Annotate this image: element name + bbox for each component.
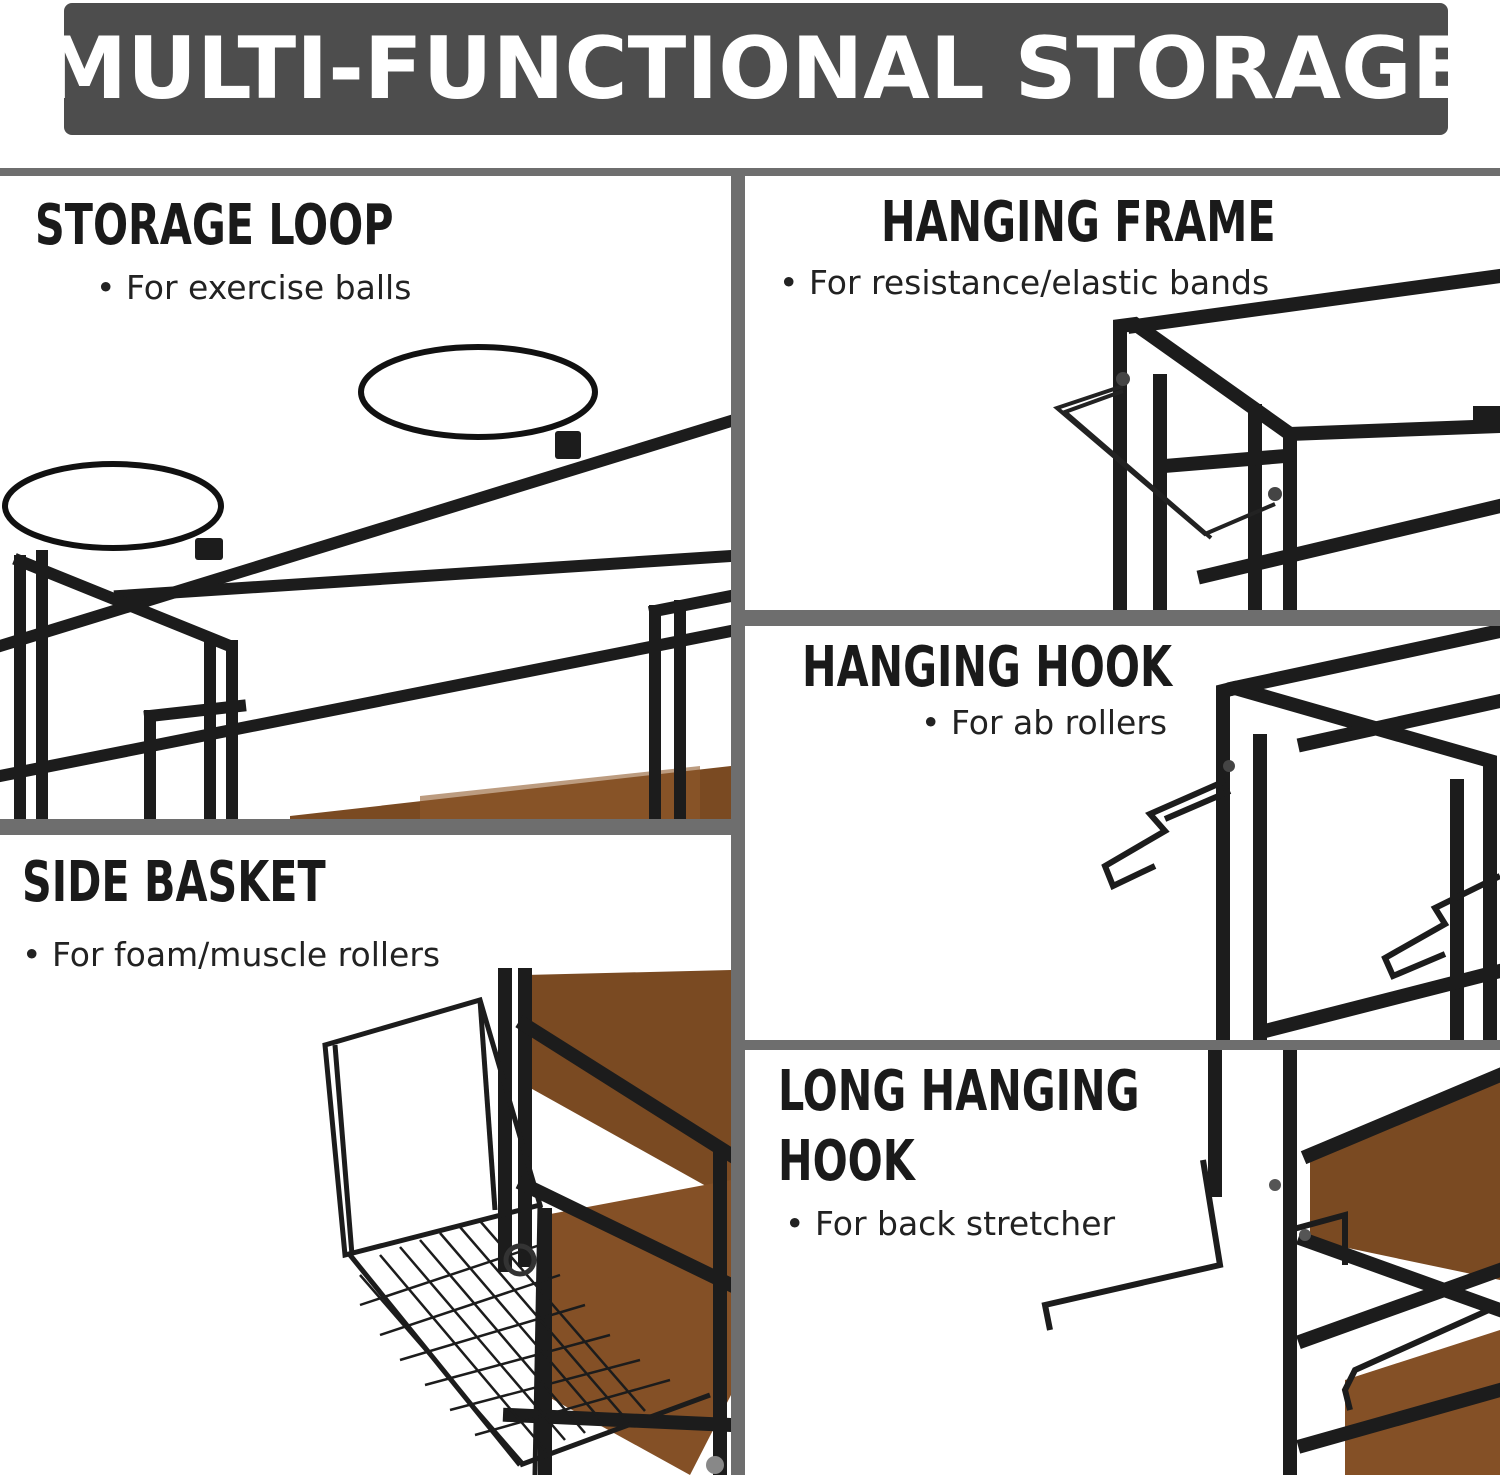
- storage-loop-subtitle: • For exercise balls: [96, 268, 412, 307]
- hanging-hook-illustration: [1101, 626, 1500, 1040]
- long-hanging-hook-title-line1: LONG HANGING: [778, 1059, 1140, 1124]
- panel-long-hanging-hook: LONG HANGING HOOK • For back stretcher: [745, 1050, 1500, 1475]
- panel-side-basket: SIDE BASKET • For foam/muscle rollers: [0, 835, 731, 1475]
- title-banner: MULTI-FUNCTIONAL STORAGE: [42, 3, 1470, 135]
- side-basket-title: SIDE BASKET: [22, 850, 326, 915]
- side-basket-subtitle: • For foam/muscle rollers: [22, 935, 441, 974]
- hanging-frame-title: HANGING FRAME: [881, 190, 1276, 255]
- storage-loop-title: STORAGE LOOP: [35, 193, 394, 258]
- panel-hanging-hook: HANGING HOOK • For ab rollers: [745, 626, 1500, 1040]
- long-hanging-hook-subtitle: • For back stretcher: [785, 1204, 1116, 1243]
- hanging-hook-title: HANGING HOOK: [802, 635, 1173, 700]
- page-title: MULTI-FUNCTIONAL STORAGE: [41, 19, 1471, 119]
- hanging-hook-subtitle: • For ab rollers: [921, 703, 1168, 742]
- long-hanging-hook-illustration: [1041, 1050, 1500, 1475]
- side-basket-illustration: [322, 968, 731, 1475]
- hanging-frame-subtitle: • For resistance/elastic bands: [779, 263, 1270, 302]
- panel-storage-loop: STORAGE LOOP • For exercise balls: [0, 176, 731, 819]
- hanging-frame-illustration: [1053, 268, 1500, 610]
- panel-hanging-frame: HANGING FRAME • For resistance/elastic b…: [745, 176, 1500, 610]
- long-hanging-hook-title-line2: HOOK: [778, 1129, 915, 1194]
- storage-loop-illustration: [0, 344, 731, 819]
